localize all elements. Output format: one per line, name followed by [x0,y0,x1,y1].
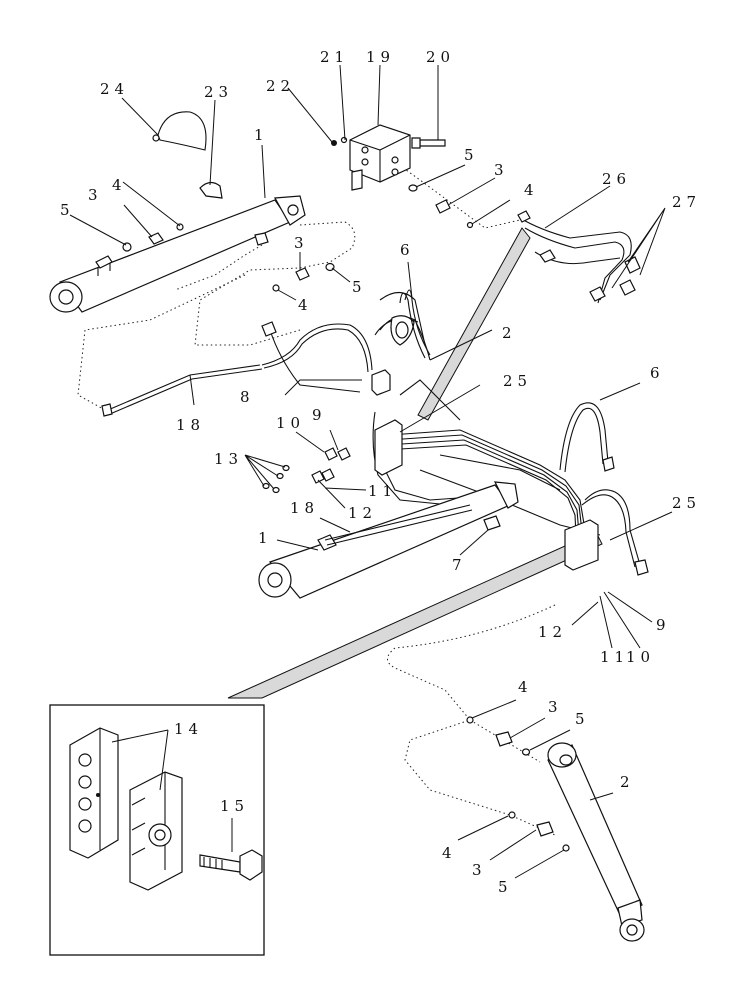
callout-11: 11 [600,648,629,666]
o-ring-5 [521,748,531,756]
callout-4: 4 [442,844,457,862]
callout-3: 3 [548,698,563,716]
ribbon-detail [227,531,603,699]
o-ring-5 [562,844,570,852]
o-ring-4 [466,221,474,229]
callout-5: 5 [575,710,590,728]
callout-18: 18 [176,416,205,434]
fittings-9-12 [311,447,351,484]
clamp-block [371,369,391,396]
hose-6-upper [404,289,431,356]
leader-lines [69,64,673,879]
hose-25-right [581,494,636,568]
clip-23 [199,181,223,199]
clamp-half-upper [129,771,183,891]
hose-6-right [564,407,604,473]
callout-5: 5 [60,201,75,219]
callout-9: 9 [312,406,327,424]
callout-3: 3 [294,234,309,252]
callout-labels: 1 1 2 2 3 3 3 3 3 4 4 4 4 4 5 5 5 5 5 6 … [60,48,701,896]
callout-3: 3 [88,186,103,204]
callout-18: 18 [290,499,319,517]
hose-6-right [559,402,609,471]
assembly-dotted-line [174,244,263,291]
callout-2: 2 [502,324,517,342]
fitting-3 [536,821,554,837]
callout-5: 5 [464,146,479,164]
hose-18-lower [326,509,473,546]
callout-26: 26 [602,170,631,188]
lynch-pin-24 [152,111,207,151]
leader-14 [111,729,169,791]
hose-assembly-26-27 [517,210,641,304]
hydraulic-cylinder-2 [547,742,645,942]
callout-10: 10 [626,648,655,666]
hose-18-lower [324,504,471,541]
callout-1: 1 [258,529,273,547]
callout-25: 25 [672,494,701,512]
hydraulic-cylinder-upper [49,195,306,313]
callout-7: 7 [452,556,467,574]
callout-4: 4 [524,181,539,199]
callout-1: 1 [254,126,269,144]
o-ring-4 [508,811,516,819]
callout-21: 21 [320,48,349,66]
o-ring-5 [408,184,418,192]
fitting [602,456,615,472]
callout-24: 24 [100,80,129,98]
callout-22: 22 [266,77,295,95]
callout-3: 3 [472,861,487,879]
callout-20: 20 [426,48,455,66]
ribbon-top [417,227,531,421]
callout-23: 23 [204,83,233,101]
callout-25: 25 [503,372,532,390]
o-ring-4 [466,716,474,724]
o-rings-13 [262,464,290,494]
callout-4: 4 [112,176,127,194]
callout-4: 4 [518,678,533,696]
clamp-half-lower [69,727,119,859]
callout-14: 14 [174,720,203,738]
ball-21 [340,136,348,144]
fitting-3 [495,731,513,747]
hydraulic-cylinder-lower [258,481,519,599]
callout-13: 13 [214,450,243,468]
callout-12: 12 [348,504,377,522]
callout-15: 15 [220,797,249,815]
hose-6-upper [399,292,426,359]
fitting-group-left [122,223,335,292]
clamp-block [564,519,599,571]
callout-2: 2 [620,773,635,791]
callout-6: 6 [400,241,415,259]
hose-18-upper [101,321,373,417]
callout-5: 5 [352,278,367,296]
callout-12: 12 [538,623,567,641]
hose-25-right [584,489,641,566]
ball-22 [331,140,337,146]
callout-3: 3 [494,161,509,179]
fitting [634,559,649,576]
callout-11: 11 [368,482,397,500]
callout-27: 27 [672,193,701,211]
callout-5: 5 [498,878,513,896]
callout-9: 9 [656,616,671,634]
assembly-dotted-line [387,604,556,836]
callout-8: 8 [240,388,255,406]
fitting-3 [435,199,451,214]
valve-block-19 [349,124,411,191]
screw-20 [411,137,446,149]
callout-10: 10 [276,414,305,432]
clamp-block [374,419,403,476]
callout-6: 6 [650,364,665,382]
bolt-15 [199,849,263,881]
callout-19: 19 [366,48,395,66]
callout-4: 4 [298,296,313,314]
